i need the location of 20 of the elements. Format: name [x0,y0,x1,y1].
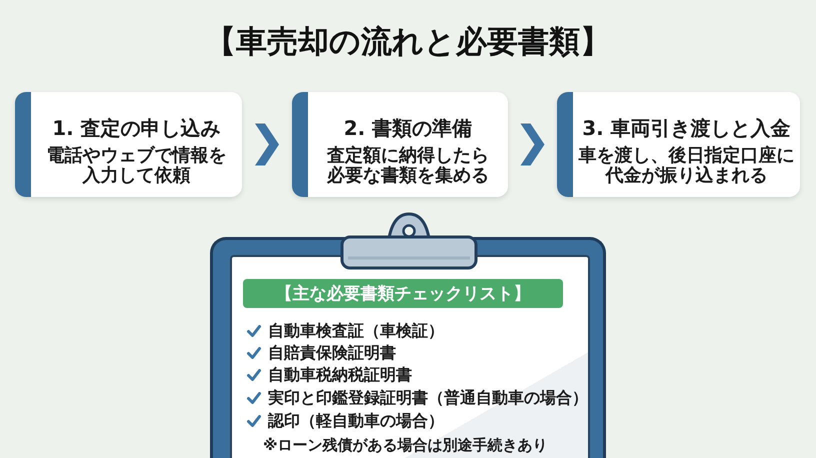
step-description: 査定額に納得したら必要な書類を集める [326,146,490,186]
checklist-item: 自動車検査証（車検証） [268,321,444,341]
step-box [292,92,508,197]
step-box [15,92,242,197]
checklist-banner [243,279,563,308]
note-text: ※ローン残債がある場合は別途手続きあり [263,435,548,455]
checklist-item: 認印（軽自動車の場合） [268,411,444,431]
chevron-arrow [520,124,544,166]
chevron-arrow [255,124,279,166]
title: 【車売却の流れと必要書類】 [205,23,611,62]
step-box [557,92,800,197]
step-description: 電話やウェブで情報を入力して依頼 [46,146,228,186]
checklist-item: 実印と印鑑登録証明書（普通自動車の場合） [268,388,588,408]
step-heading: 1. 査定の申し込み [52,116,221,140]
step-heading: 3. 車両引き渡しと入金 [582,116,791,140]
step-description: 車を渡し、後日指定口座に代金が振り込まれる [578,146,796,186]
checklist-item: 自動車税納税証明書 [268,365,412,385]
checklist-heading: 【主な必要書類チェックリスト】 [276,284,530,304]
checklist-item: 自賠責保険証明書 [268,343,396,363]
step-heading: 2. 書類の準備 [344,116,472,140]
